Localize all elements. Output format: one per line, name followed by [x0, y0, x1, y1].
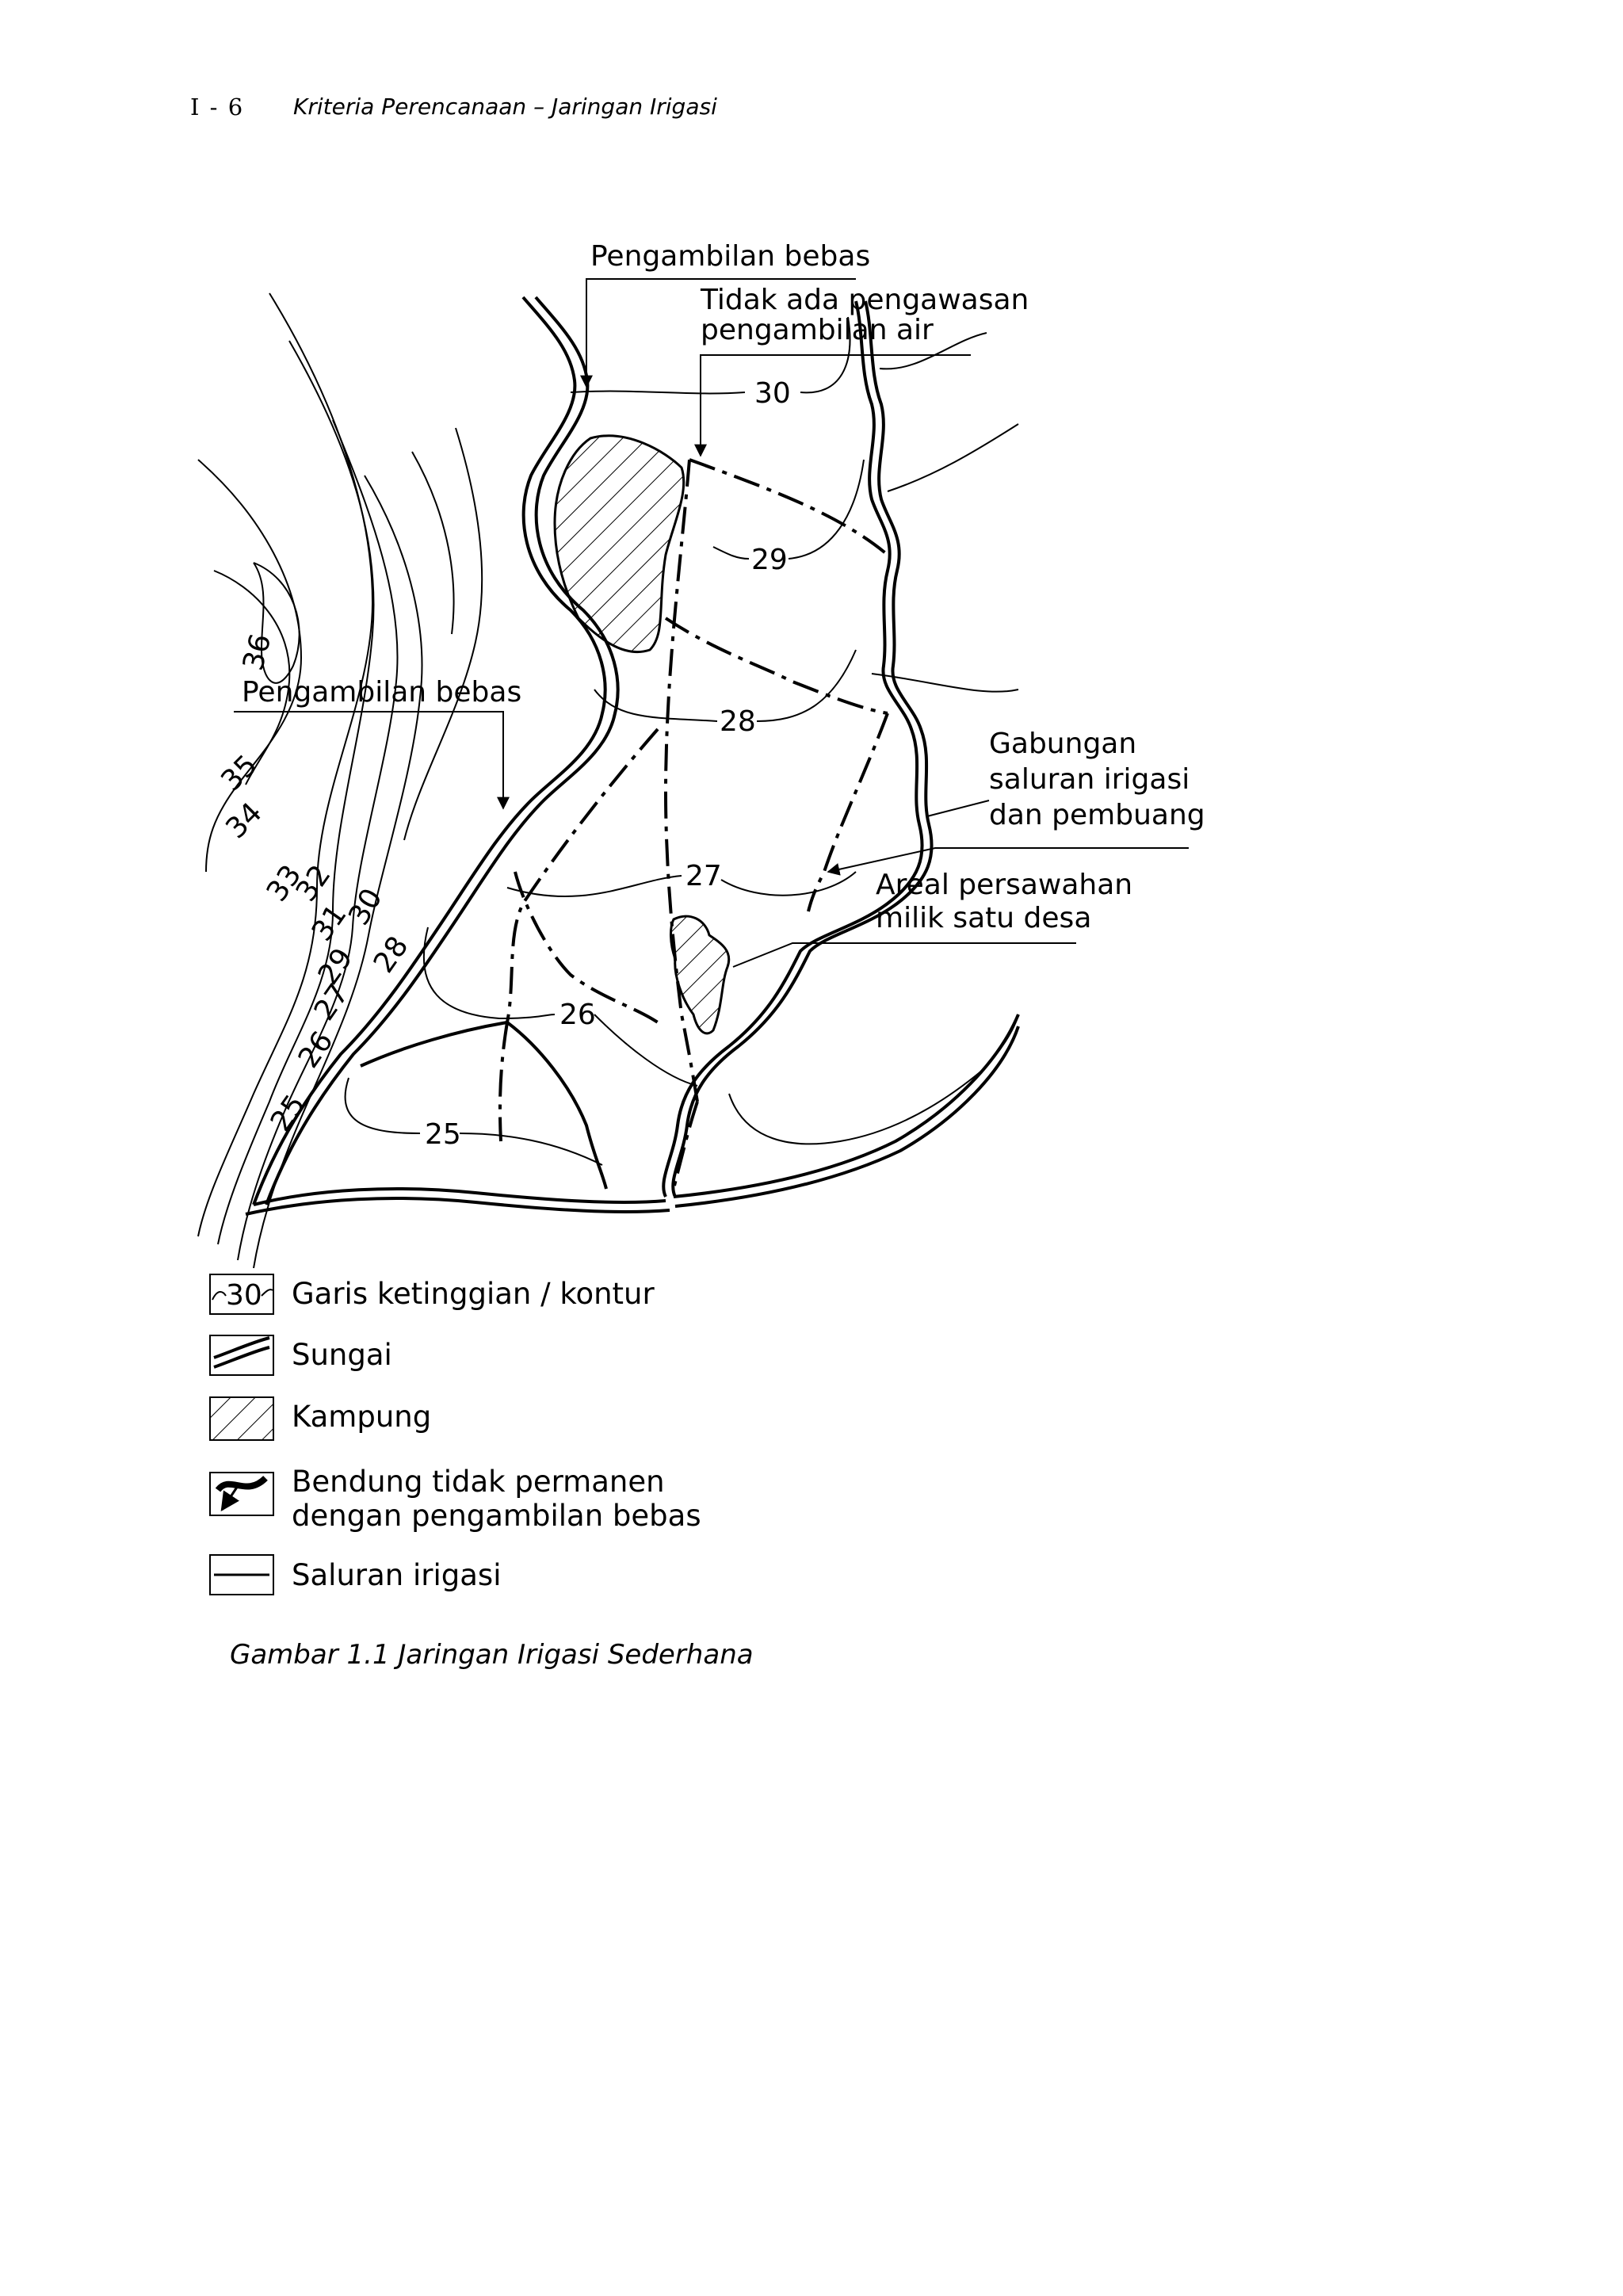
legend-weir-label-line2: dengan pengambilan bebas [292, 1499, 701, 1533]
irrigation-canals [498, 458, 889, 1190]
legend: 30 Garis ketinggian / kontur Sungai Kamp… [209, 1274, 701, 1595]
callout-no-supervision-line2: pengambilan air [701, 314, 934, 346]
paddy-area [670, 915, 731, 1035]
contour-label-30: 30 [754, 377, 791, 410]
legend-canal-label: Saluran irigasi [292, 1558, 501, 1592]
river-bottom [245, 1014, 1020, 1216]
running-title: Kriteria Perencanaan – Jaringan Irigasi [293, 94, 717, 120]
page-header: I - 6 Kriteria Perencanaan – Jaringan Ir… [0, 94, 1623, 141]
contour-label: 32 [290, 859, 338, 907]
legend-village: Kampung [209, 1396, 431, 1441]
left-terrain-contours [197, 292, 483, 1269]
village-area [553, 434, 685, 654]
legend-weir: Bendung tidak permanen dengan pengambila… [209, 1465, 701, 1533]
callout-combined-line2: saluran irigasi [989, 763, 1190, 796]
valley-contour-labels: 30 29 28 27 26 25 [425, 377, 791, 1151]
contour-label-25: 25 [425, 1118, 461, 1151]
callout-paddy-line1: Areal persawahan [876, 869, 1132, 901]
legend-weir-label-line1: Bendung tidak permanen [292, 1465, 665, 1499]
callout-combined-line3: dan pembuang [989, 799, 1205, 831]
contour-label: 35 [215, 749, 263, 797]
callout-lines [234, 278, 1189, 968]
river-left [252, 296, 620, 1205]
river-right [662, 300, 934, 1198]
callout-free-intake-left: Pengambilan bebas [242, 676, 521, 709]
contour-label: 30 [342, 883, 388, 930]
callout-paddy-line2: milik satu desa [876, 902, 1091, 934]
page-number: I - 6 [190, 94, 245, 120]
callout-free-intake-top: Pengambilan bebas [590, 240, 870, 273]
legend-contour-sample: 30 [226, 1279, 262, 1312]
contour-label-28: 28 [720, 705, 756, 738]
legend-river: Sungai [209, 1335, 392, 1376]
callout-no-supervision-line1: Tidak ada pengawasan [700, 284, 1029, 316]
contour-label-26: 26 [559, 999, 596, 1031]
legend-contour-label: Garis ketinggian / kontur [292, 1277, 655, 1311]
contour-label: 36 [237, 630, 277, 674]
map-callouts: Pengambilan bebas Tidak ada pengawasan p… [242, 240, 1205, 934]
contour-label-29: 29 [751, 544, 788, 576]
callout-combined-line1: Gabungan [989, 728, 1136, 760]
legend-village-label: Kampung [292, 1400, 431, 1434]
contour-label-27: 27 [685, 860, 722, 892]
irrigation-canals-solid [360, 1021, 608, 1190]
contour-label: 34 [220, 797, 268, 845]
legend-contour: 30 Garis ketinggian / kontur [209, 1274, 655, 1315]
figure-caption: Gambar 1.1 Jaringan Irigasi Sederhana [230, 1639, 754, 1671]
legend-river-label: Sungai [292, 1338, 392, 1372]
contour-label: 27 [308, 978, 356, 1026]
valley-contours [344, 316, 1019, 1166]
legend-canal: Saluran irigasi [209, 1554, 501, 1595]
